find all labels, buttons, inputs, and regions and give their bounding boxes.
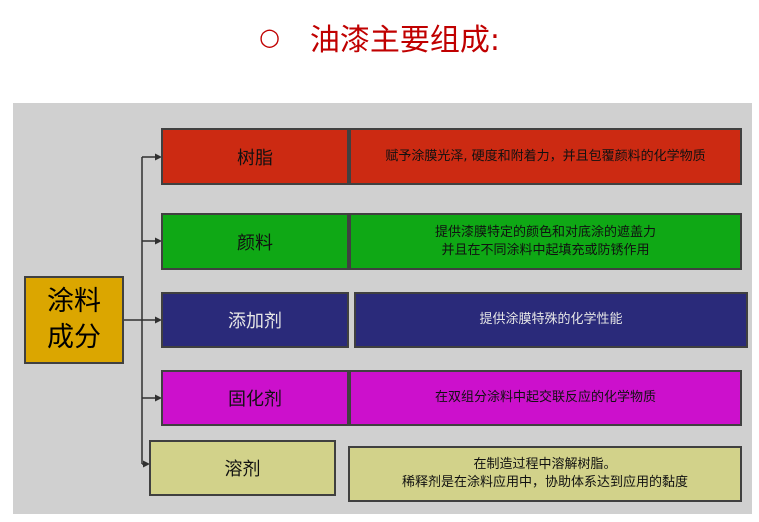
arrowhead-3	[155, 316, 162, 324]
arrowhead-5	[143, 460, 150, 468]
component-desc-additive: 提供涂膜特殊的化学性能	[354, 292, 748, 348]
arrowhead-2	[155, 237, 162, 245]
component-desc-resin: 赋予涂膜光泽, 硬度和附着力，并且包覆颜料的化学物质	[349, 128, 742, 185]
component-label-resin: 树脂	[161, 128, 349, 185]
arrowhead-4	[155, 394, 162, 402]
root-node-coating-composition: 涂料 成分	[24, 276, 124, 364]
component-desc-solvent: 在制造过程中溶解树脂。 稀释剂是在涂料应用中，协助体系达到应用的黏度	[348, 446, 742, 502]
root-node-line-2: 成分	[47, 322, 101, 353]
bullet-circle-icon: ○	[258, 23, 280, 51]
component-desc-curing-agent: 在双组分涂料中起交联反应的化学物质	[349, 370, 742, 426]
component-label-additive: 添加剂	[161, 292, 349, 348]
component-label-pigment: 颜料	[161, 213, 349, 270]
arrowhead-1	[155, 153, 162, 161]
component-desc-pigment: 提供漆膜特定的颜色和对底涂的遮盖力 并且在不同涂料中起填充或防锈作用	[349, 213, 742, 270]
component-label-curing-agent: 固化剂	[161, 370, 349, 426]
root-node-line-1: 涂料	[47, 286, 101, 317]
slide-title: ○ 油漆主要组成:	[0, 12, 759, 62]
slide-title-text: 油漆主要组成:	[309, 23, 501, 58]
component-label-solvent: 溶剂	[149, 440, 336, 496]
